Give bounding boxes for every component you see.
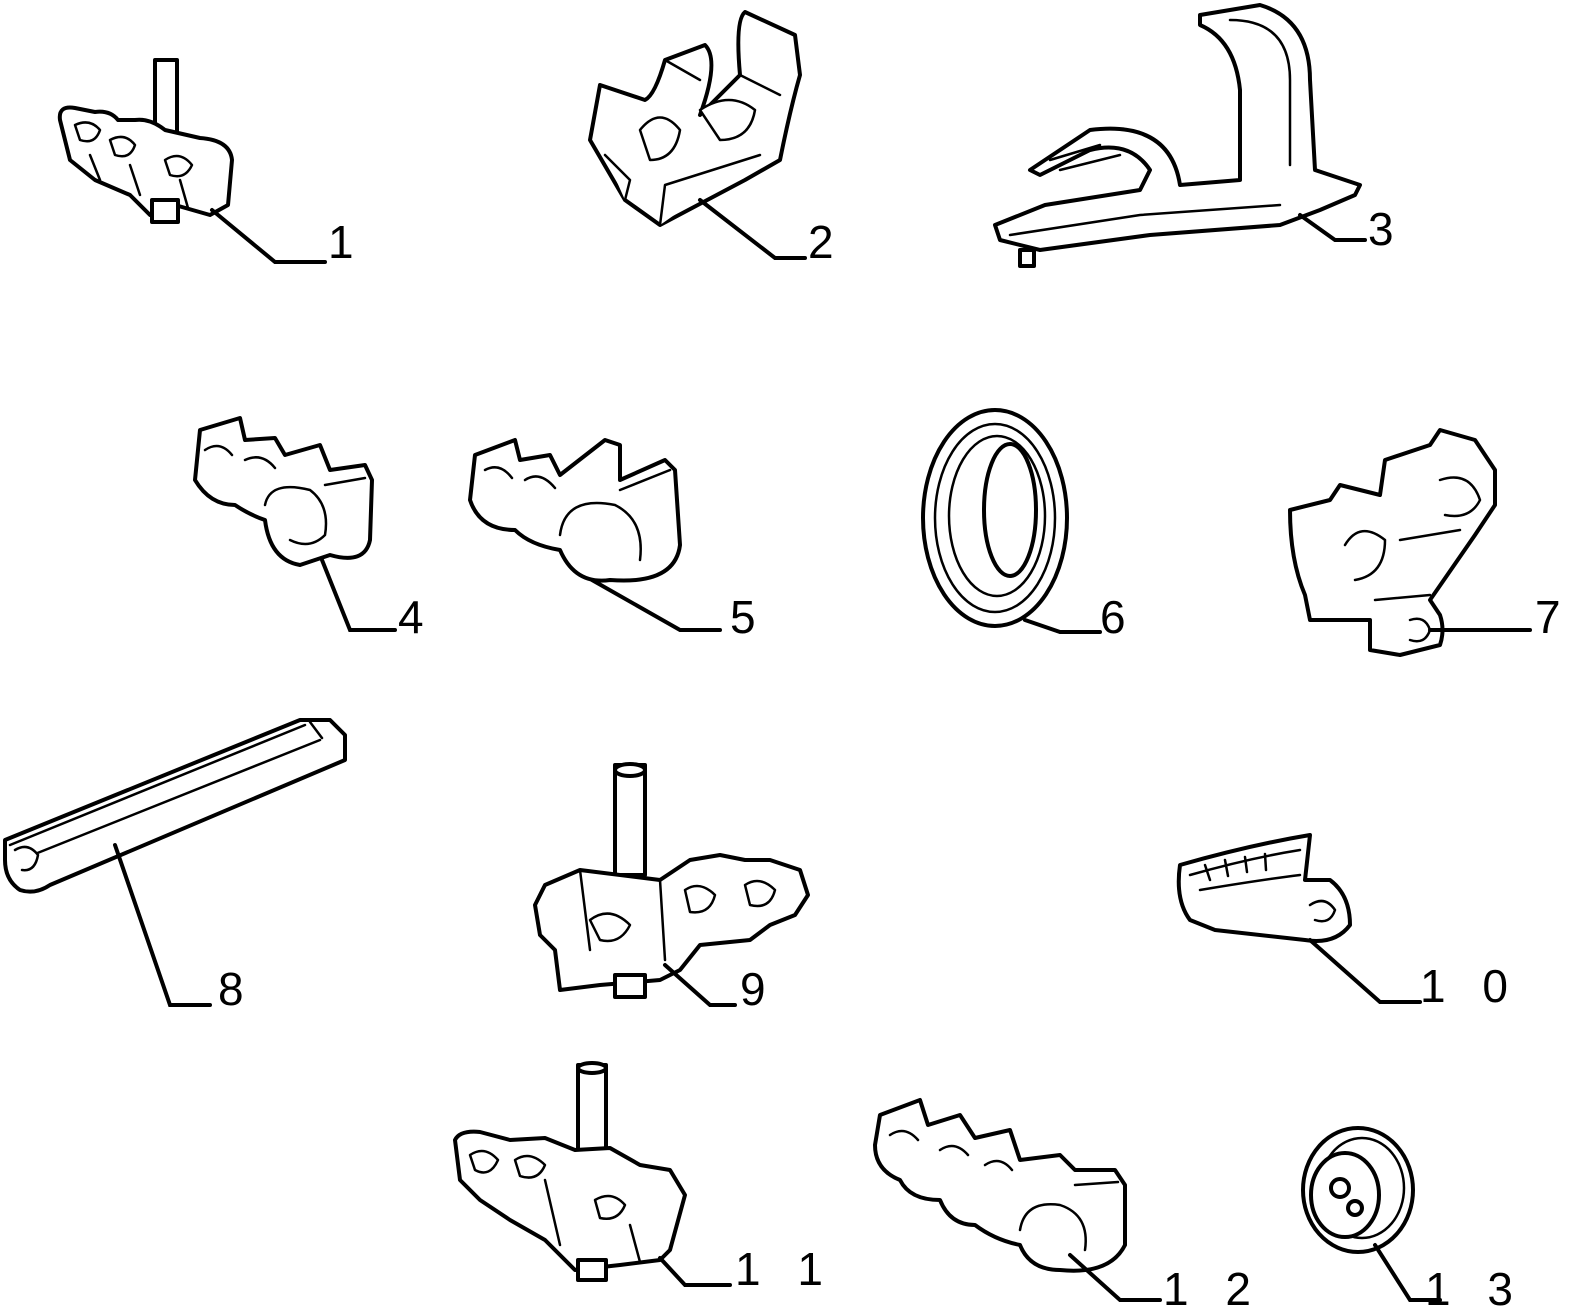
callout-8: 8	[218, 963, 256, 1015]
part-8-channel-strip	[3, 718, 347, 894]
leader-line-1	[210, 208, 327, 264]
callout-10: 1 0	[1420, 960, 1520, 1012]
callout-7: 7	[1535, 591, 1573, 643]
leader-line-8	[113, 843, 212, 1007]
part-3-bracket-clip	[993, 3, 1362, 268]
leader-line-13	[1373, 1243, 1442, 1302]
leader-line-10	[1308, 938, 1422, 1004]
part-7-double-clip-hook	[1288, 428, 1497, 657]
callout-12: 1 2	[1163, 1263, 1263, 1315]
leader-line-6	[1023, 618, 1102, 634]
callout-3: 3	[1368, 203, 1406, 255]
part-4-triple-pipe-clip	[193, 416, 374, 567]
callout-4: 4	[398, 591, 436, 643]
part-6-oval-grommet	[921, 408, 1069, 628]
leader-line-9	[663, 963, 737, 1007]
callout-1: 1	[328, 216, 366, 268]
part-13-round-grommet	[1301, 1126, 1415, 1254]
part-5-triple-pipe-clip	[468, 438, 682, 583]
leader-line-2	[698, 198, 807, 260]
leader-line-12	[1068, 1253, 1162, 1302]
callout-2: 2	[808, 216, 846, 268]
callout-11: 1 1	[735, 1243, 835, 1295]
part-12-quad-pipe-clip	[873, 1098, 1127, 1273]
part-10-cable-tie	[1176, 833, 1352, 943]
callout-9: 9	[740, 963, 778, 1015]
part-9-multi-clip-with-stud	[533, 762, 810, 999]
leader-line-4	[320, 558, 397, 632]
part-1-pipe-clip-with-stud	[57, 58, 234, 224]
leader-line-3	[1298, 213, 1367, 242]
callout-13: 1 3	[1425, 1263, 1525, 1315]
part-2-double-hose-clip	[588, 10, 802, 227]
part-11-multi-clip-with-stud	[453, 1061, 687, 1282]
leader-line-11	[658, 1256, 732, 1287]
callout-6: 6	[1100, 591, 1138, 643]
leader-line-5	[590, 578, 722, 632]
callout-5: 5	[730, 591, 768, 643]
